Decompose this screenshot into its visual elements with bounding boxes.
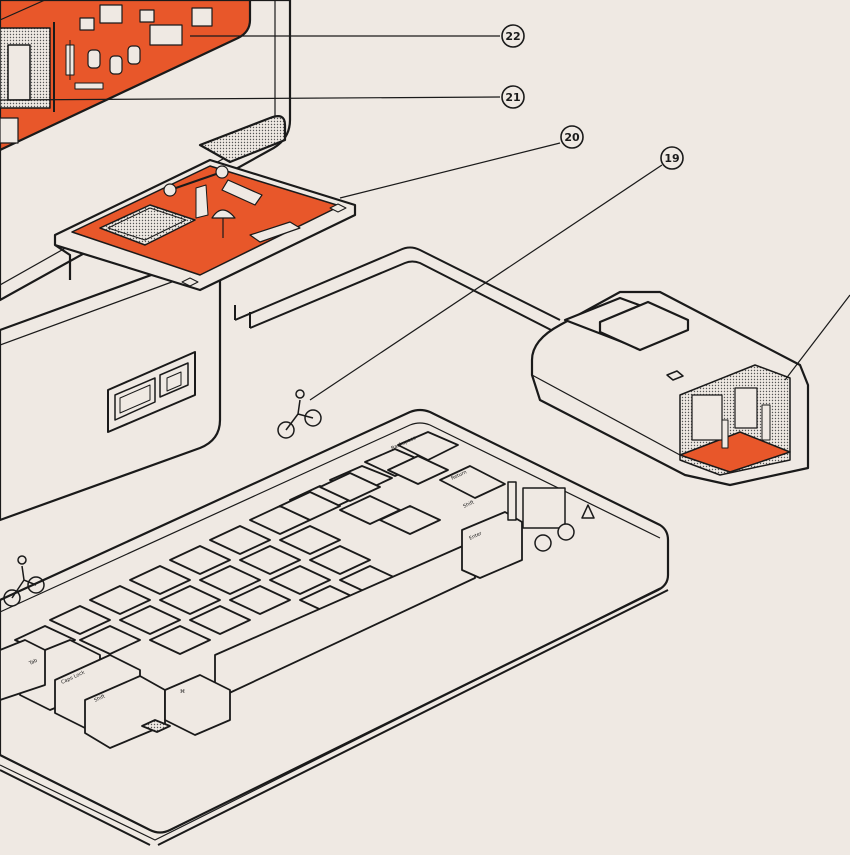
keyboard: Backspace Return Shift Enter Tab Caps Lo… [0, 408, 670, 846]
mouse [530, 290, 810, 487]
key-shift-right-label: Shift [462, 500, 475, 510]
key-shift-left-label: Shift [93, 694, 106, 704]
callout-19-label: 19 [664, 152, 679, 165]
mouse-cable [234, 246, 561, 333]
key-enter-label: Enter [468, 530, 484, 542]
key-tab-label: Tab [27, 658, 38, 667]
callout-22[interactable]: 22 [501, 24, 525, 48]
keys [0, 431, 523, 749]
callout-20[interactable]: 20 [560, 125, 584, 149]
callout-22-label: 22 [505, 30, 520, 43]
forklift [507, 481, 595, 552]
cyclist [277, 389, 322, 439]
callout-19[interactable]: 19 [660, 146, 684, 170]
key-command-label: ⌘ [180, 689, 185, 695]
mouse-control-room [679, 364, 791, 476]
floppy-disk [53, 158, 357, 292]
callout-20-label: 20 [564, 131, 580, 144]
callout-21[interactable]: 21 [501, 85, 525, 109]
monitor-ports [107, 351, 196, 433]
cyclist-keyboard [3, 555, 45, 607]
callout-21-label: 21 [505, 91, 520, 104]
callout-lines [0, 35, 850, 401]
monitor-warehouse [0, 0, 252, 152]
monitor [0, 0, 292, 522]
